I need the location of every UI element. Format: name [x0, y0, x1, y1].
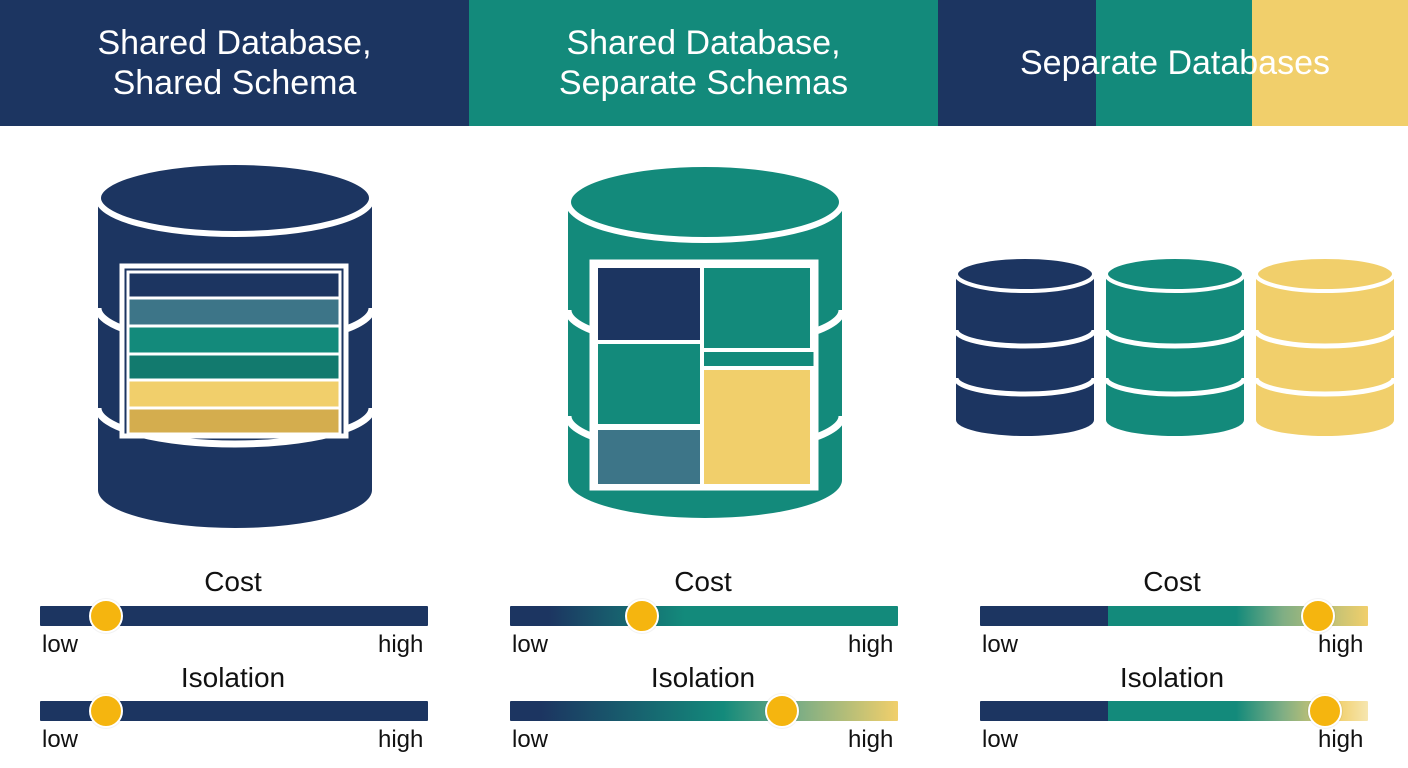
isolation-high-label: high — [848, 726, 894, 753]
cost-meter-knob — [624, 599, 659, 633]
header-separate-databases: Separate Databases — [938, 0, 1408, 126]
cost-meter-knob — [1300, 599, 1335, 633]
cost-meter-knob — [88, 599, 123, 633]
isolation-high-label: high — [1318, 726, 1364, 753]
cost-low-label: low — [982, 631, 1019, 658]
separate-databases-icon — [953, 255, 1397, 436]
isolation-high-label: high — [378, 726, 424, 753]
isolation-meter-track — [980, 701, 1368, 721]
cost-low-label: low — [512, 631, 549, 658]
cost-meter-track — [980, 606, 1368, 626]
column-title: Shared Database, Shared Schema — [97, 24, 372, 102]
shared-schema-database-icon — [94, 160, 376, 528]
cost-meter-track — [510, 606, 898, 626]
cost-label: Cost — [674, 566, 732, 597]
column-title: Shared Database, Separate Schemas — [558, 24, 849, 102]
isolation-low-label: low — [982, 726, 1019, 753]
cost-high-label: high — [378, 631, 424, 658]
isolation-meter-track — [510, 701, 898, 721]
header-band-teal — [1096, 0, 1252, 126]
cost-label: Cost — [1143, 566, 1201, 597]
header-band-yellow — [1252, 0, 1408, 126]
isolation-label: Isolation — [1119, 662, 1225, 693]
cost-high-label: high — [1318, 631, 1364, 658]
separate-schemas-database-icon — [564, 161, 846, 518]
cost-meter-track — [40, 606, 428, 626]
cost-low-label: low — [42, 631, 79, 658]
isolation-meter-knob — [764, 694, 799, 728]
cost-label: Cost — [204, 566, 262, 597]
isolation-meter-knob — [88, 694, 123, 728]
isolation-label: Isolation — [180, 662, 286, 693]
column-title: Separate Databases — [1020, 44, 1330, 82]
isolation-low-label: low — [42, 726, 79, 753]
isolation-label: Isolation — [650, 662, 756, 693]
header-separate-schemas: Shared Database, Separate Schemas — [469, 0, 938, 126]
cost-high-label: high — [848, 631, 894, 658]
isolation-meter-track — [40, 701, 428, 721]
isolation-low-label: low — [512, 726, 549, 753]
isolation-meter-knob — [1308, 694, 1343, 728]
header-shared-schema: Shared Database, Shared Schema — [0, 0, 469, 126]
